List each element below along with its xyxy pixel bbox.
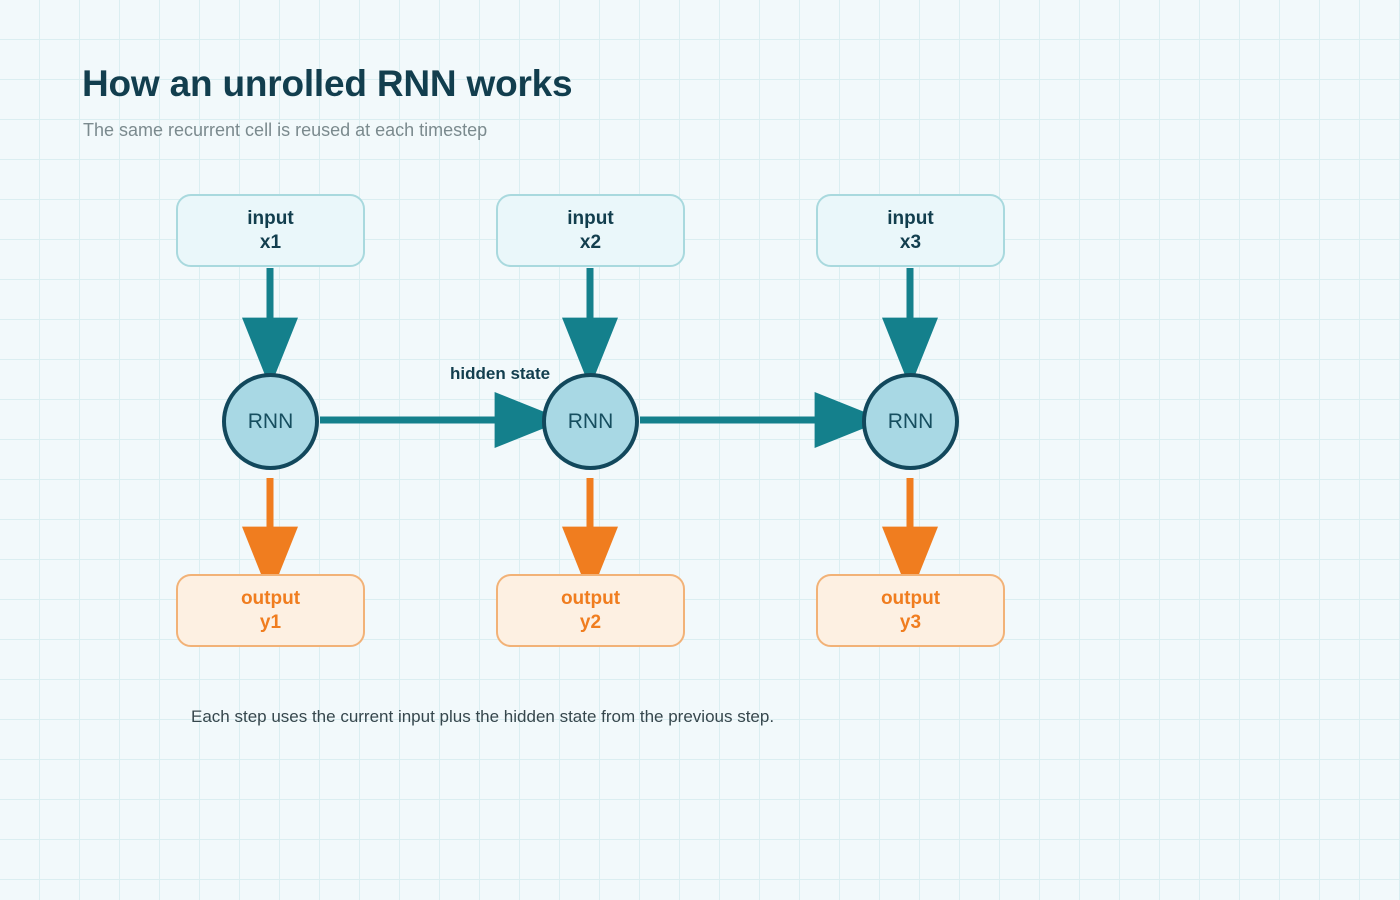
rnn-cell-1[interactable]: RNN	[222, 373, 319, 470]
input-node-x2-line2: x2	[579, 231, 602, 253]
input-node-x3-line1: input	[887, 208, 934, 230]
edge-label-hidden-state: hidden state	[450, 364, 551, 383]
output-node-y1-line2: y1	[259, 611, 282, 633]
rnn-cell-3-label: RNN	[887, 409, 934, 433]
input-node-x3-line2: x3	[899, 231, 922, 253]
rnn-cell-2-label: RNN	[567, 409, 614, 433]
rnn-cell-2[interactable]: RNN	[542, 373, 639, 470]
output-node-y3-line2: y3	[899, 611, 922, 633]
output-node-y2[interactable]: output y2	[496, 574, 685, 647]
rnn-cell-1-label: RNN	[247, 409, 294, 433]
output-node-y1[interactable]: output y1	[176, 574, 365, 647]
diagram-caption: Each step uses the current input plus th…	[191, 707, 775, 726]
input-node-x2-line1: input	[567, 208, 614, 230]
page-subtitle: The same recurrent cell is reused at eac…	[83, 120, 488, 140]
output-node-y3[interactable]: output y3	[816, 574, 1005, 647]
input-node-x1-line1: input	[247, 208, 294, 230]
page-title: How an unrolled RNN works	[82, 63, 573, 104]
output-node-y3-line1: output	[880, 588, 941, 610]
output-node-y2-line1: output	[560, 588, 621, 610]
input-node-x2[interactable]: input x2	[496, 194, 685, 267]
input-node-x3[interactable]: input x3	[816, 194, 1005, 267]
input-node-x1-line2: x1	[259, 231, 282, 253]
input-node-x1[interactable]: input x1	[176, 194, 365, 267]
output-node-y1-line1: output	[240, 588, 301, 610]
output-node-y2-line2: y2	[579, 611, 602, 633]
rnn-cell-3[interactable]: RNN	[862, 373, 959, 470]
